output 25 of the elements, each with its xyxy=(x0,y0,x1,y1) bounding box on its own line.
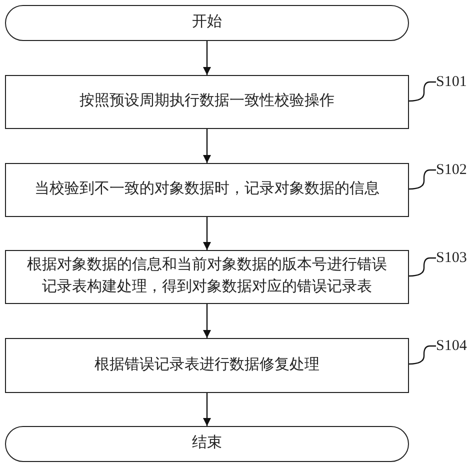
arrow xyxy=(203,304,211,338)
step-text: 当校验到不一致的对象数据时，记录对象数据的信息 xyxy=(34,180,380,200)
step-number: S101 xyxy=(436,73,472,91)
leader-line xyxy=(408,169,436,190)
terminal-node xyxy=(5,426,409,462)
step-text: 开始 xyxy=(192,13,222,32)
leader-line xyxy=(408,345,436,365)
step-number: S104 xyxy=(436,337,472,355)
step-text: 根据对象数据的信息和当前对象数据的版本号进行错误记录表构建处理，得到对象数据对应的错误记录表 xyxy=(26,256,388,297)
step-text: 根据错误记录表进行数据修复处理 xyxy=(94,356,320,375)
process-box xyxy=(5,338,409,393)
arrow xyxy=(203,217,211,250)
step-text: 按照预设周期执行数据一致性校验操作 xyxy=(80,92,334,112)
process-box xyxy=(5,250,409,304)
step-text: 结束 xyxy=(192,434,222,454)
arrow xyxy=(203,129,211,163)
leader-line xyxy=(408,81,436,102)
leader-line xyxy=(408,257,436,277)
arrow xyxy=(203,41,211,75)
arrow xyxy=(203,393,211,426)
process-box xyxy=(5,75,409,129)
process-box xyxy=(5,163,409,217)
step-number: S102 xyxy=(436,161,472,179)
step-number: S103 xyxy=(436,249,472,267)
terminal-node xyxy=(5,5,409,41)
